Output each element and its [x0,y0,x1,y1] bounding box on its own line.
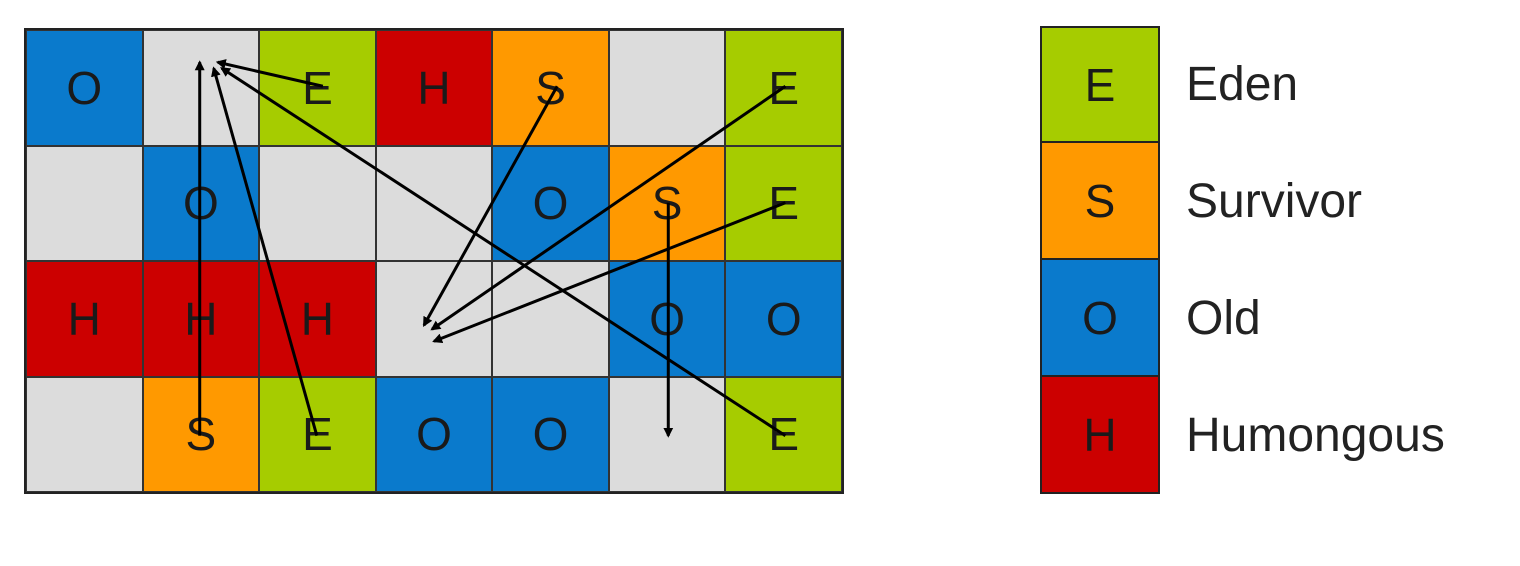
region-free-cell [608,376,726,492]
legend-swatch: H [1040,377,1160,494]
region-free-cell [259,145,376,261]
region-eden-cell: E [725,30,842,146]
legend-label: Survivor [1186,175,1363,228]
region-humongous-cell: H [142,261,260,377]
legend-label: Humongous [1186,409,1445,462]
legend-swatch: S [1040,143,1160,260]
region-old-cell: O [375,376,493,492]
region-free-cell [375,145,493,261]
legend-item-humongous: H Humongous [1040,377,1510,494]
legend-item-survivor: S Survivor [1040,143,1510,260]
legend-label: Old [1186,292,1261,345]
region-free-cell [26,376,143,492]
region-old-cell: O [492,145,609,261]
legend-label: Eden [1186,58,1299,111]
region-old-cell: O [608,261,726,377]
region-survivor-cell: S [492,30,609,146]
legend-swatch: E [1040,26,1160,143]
region-old-cell: O [492,376,609,492]
region-old-cell: O [725,261,842,377]
legend-item-eden: E Eden [1040,26,1510,143]
region-free-cell [492,261,609,377]
legend-item-old: O Old [1040,260,1510,377]
region-old-cell: O [26,30,143,146]
region-humongous-cell: H [26,261,143,377]
region-eden-cell: E [259,376,376,492]
region-eden-cell: E [725,376,842,492]
region-survivor-cell: S [608,145,726,261]
region-old-cell: O [142,145,260,261]
region-free-cell [142,30,260,146]
region-eden-cell: E [725,145,842,261]
region-free-cell [608,30,726,146]
region-humongous-cell: H [259,261,376,377]
region-free-cell [375,261,493,377]
region-humongous-cell: H [375,30,493,146]
region-eden-cell: E [259,30,376,146]
legend-swatch: O [1040,260,1160,377]
region-survivor-cell: S [142,376,260,492]
region-free-cell [26,145,143,261]
